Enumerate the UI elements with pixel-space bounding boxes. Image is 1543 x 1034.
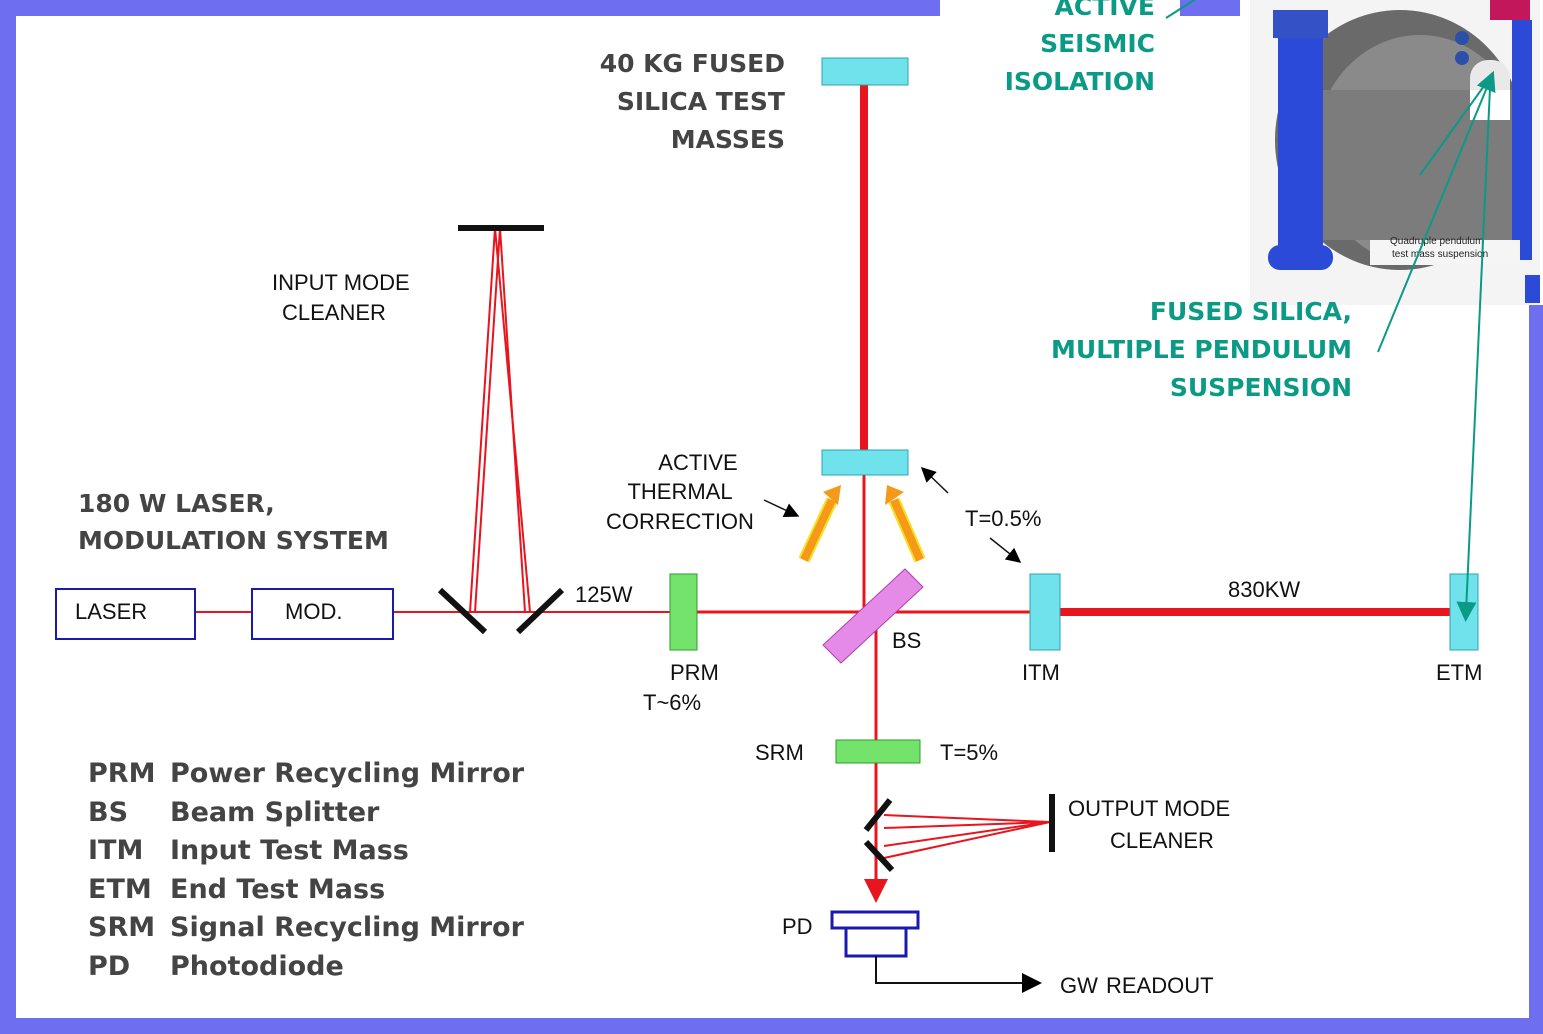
- legend-abbr: ITM: [88, 835, 144, 866]
- bs-label: BS: [892, 628, 921, 653]
- legend-abbr: PD: [88, 950, 131, 982]
- slide-frame-bottom: [0, 1018, 1543, 1034]
- thermal-line-3: CORRECTION: [606, 509, 754, 534]
- legend-text: Photodiode: [170, 950, 344, 982]
- prm-label: PRM: [670, 660, 719, 685]
- photodiode-body: [844, 926, 908, 958]
- srm-transmission-label: T=5%: [940, 740, 998, 765]
- modulator-box-label: MOD.: [285, 599, 342, 624]
- imc-label-line-2: CLEANER: [282, 300, 386, 325]
- slide-frame-left: [0, 0, 16, 1034]
- modulator-box: [251, 588, 394, 640]
- omc-label-line-2: CLEANER: [1110, 828, 1214, 853]
- arm-power-label: 830KW: [1228, 577, 1300, 602]
- test-masses-line-1: 40 KG FUSED: [600, 49, 785, 78]
- laser-box-label: LASER: [75, 599, 147, 624]
- vacuum-chamber-photo: Quadruple pendulum test mass suspension: [1250, 0, 1540, 305]
- itm-label: ITM: [1022, 660, 1060, 685]
- prm-mirror: [669, 573, 698, 651]
- slide-frame-top-segment: [1180, 0, 1240, 16]
- etm-mirror: [1449, 573, 1479, 651]
- pendulum-line-3: SUSPENSION: [1170, 373, 1352, 402]
- itm-y-mirror: [821, 449, 909, 476]
- thermal-correction-arrows: [798, 485, 926, 563]
- legend-abbr: SRM: [88, 912, 156, 943]
- gw-label: GW: [1060, 973, 1098, 998]
- omc-label-line-1: OUTPUT MODE: [1068, 796, 1230, 821]
- omc-input-mirror: [863, 798, 893, 832]
- prm-transmission-label: T~6%: [643, 690, 701, 715]
- itm-transmission-label: T=0.5%: [965, 506, 1041, 531]
- seismic-pointer: [1165, 0, 1197, 19]
- laser-system-line-1: 180 W LASER,: [78, 489, 275, 518]
- suspension-pointer-etm: [1456, 87, 1491, 622]
- etm-label: ETM: [1436, 660, 1482, 685]
- laser-box: [55, 588, 196, 640]
- legend-text: Power Recycling Mirror: [170, 758, 525, 789]
- seismic-line-1: ACTIVE: [1055, 0, 1155, 21]
- suspension-pointer-photo: [1377, 70, 1496, 353]
- legend-abbr: PRM: [88, 758, 156, 789]
- test-masses-line-2: SILICA TEST: [617, 87, 785, 116]
- legend-abbr: BS: [88, 796, 129, 828]
- slide-frame-right: [1529, 305, 1543, 1034]
- legend-item: ETM End Test Mass: [88, 871, 524, 910]
- seismic-line-2: SEISMIC: [1040, 29, 1155, 58]
- thermal-line-1: ACTIVE: [658, 450, 737, 475]
- legend-text: Input Test Mass: [170, 835, 409, 866]
- photodiode-top: [830, 910, 920, 930]
- legend-text: End Test Mass: [170, 873, 386, 905]
- legend-item: ITM Input Test Mass: [88, 832, 524, 871]
- pendulum-line-2: MULTIPLE PENDULUM: [1051, 335, 1352, 364]
- legend-text: Beam Splitter: [170, 796, 380, 828]
- srm-mirror: [835, 739, 921, 764]
- laser-system-line-2: MODULATION SYSTEM: [78, 526, 389, 555]
- legend-item: SRM Signal Recycling Mirror: [88, 909, 524, 948]
- imc-input-mirror: [437, 587, 488, 635]
- test-masses-line-3: MASSES: [671, 125, 785, 154]
- imc-output-mirror: [515, 587, 565, 635]
- legend-item: PRM Power Recycling Mirror: [88, 755, 524, 794]
- legend-item: PD Photodiode: [88, 948, 524, 987]
- legend-text: Signal Recycling Mirror: [170, 912, 524, 943]
- etm-y-mirror: [821, 57, 909, 86]
- seismic-line-3: ISOLATION: [1005, 67, 1155, 96]
- photo-caption-line-1: Quadruple pendulum: [1390, 236, 1483, 247]
- srm-label: SRM: [755, 740, 804, 765]
- pd-label: PD: [782, 914, 813, 939]
- imc-label-line-1: INPUT MODE: [272, 270, 410, 295]
- slide-frame-top: [0, 0, 940, 16]
- itm-mirror: [1029, 573, 1061, 651]
- thermal-line-2: THERMAL: [627, 479, 732, 504]
- legend-abbr: ETM: [88, 873, 152, 905]
- abbreviation-legend: PRM Power Recycling Mirror BS Beam Splitte…: [88, 755, 524, 986]
- readout-label: READOUT: [1106, 973, 1214, 998]
- pendulum-line-1: FUSED SILICA,: [1150, 297, 1352, 326]
- beam-splitter: [822, 568, 924, 664]
- suspension-pointer-top: [1419, 85, 1485, 176]
- input-power-label: 125W: [575, 582, 633, 607]
- legend-item: BS Beam Splitter: [88, 794, 524, 833]
- omc-output-mirror: [863, 839, 895, 873]
- readout-arrow: [875, 956, 1042, 993]
- photo-caption-line-2: test mass suspension: [1392, 249, 1488, 260]
